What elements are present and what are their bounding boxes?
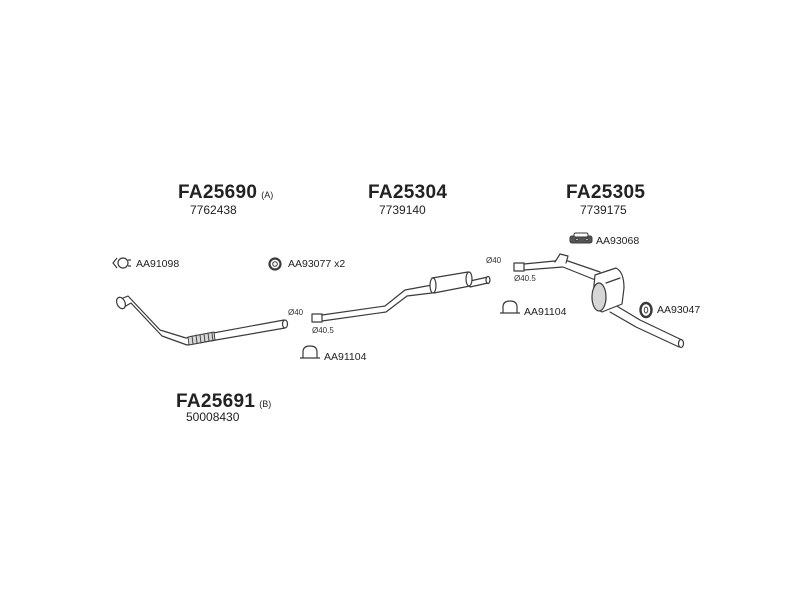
- oe-number-front-pipe-alt: 50008430: [186, 410, 240, 424]
- accessory-label: AA93077 x2: [288, 258, 346, 270]
- accessory-label: AA91104: [524, 306, 567, 318]
- diameter-label: Ø40.5: [514, 274, 536, 283]
- middle-silencer-pipe: [311, 271, 491, 323]
- flex-joint: [187, 331, 216, 346]
- clamp-icon: [112, 257, 131, 269]
- oe-number-front-pipe: 7762438: [190, 203, 237, 217]
- middle-silencer: [429, 271, 473, 294]
- rear-silencer: [513, 253, 685, 349]
- hanger-ring-icon: [639, 301, 653, 319]
- part-code-rear-silencer: FA25305: [566, 182, 646, 203]
- variant-label: (A): [261, 190, 274, 200]
- oe-number-middle-silencer: 7739140: [379, 203, 426, 217]
- oe-number-rear-silencer: 7739175: [580, 203, 627, 217]
- part-code-front-pipe-alt: FA25691(B): [176, 391, 272, 412]
- u-clamp-icon: [500, 300, 520, 314]
- variant-label: (B): [259, 399, 272, 409]
- accessory-label: AA91098: [136, 258, 180, 270]
- accessory-label: AA93047: [657, 304, 701, 316]
- rear-silencer-box: [591, 267, 625, 313]
- accessory-label: AA91104: [324, 351, 367, 363]
- rubber-mount-icon: [569, 232, 593, 244]
- accessory-label: AA93068: [596, 235, 640, 247]
- front-pipe: [115, 295, 289, 346]
- u-clamp-icon: [300, 345, 320, 359]
- diameter-label: Ø40: [486, 256, 502, 265]
- gasket-ring-icon: [268, 257, 282, 271]
- part-code-front-pipe: FA25690(A): [178, 182, 274, 203]
- diameter-label: Ø40: [288, 308, 304, 317]
- part-code-middle-silencer: FA25304: [368, 182, 448, 203]
- diameter-label: Ø40.5: [312, 326, 334, 335]
